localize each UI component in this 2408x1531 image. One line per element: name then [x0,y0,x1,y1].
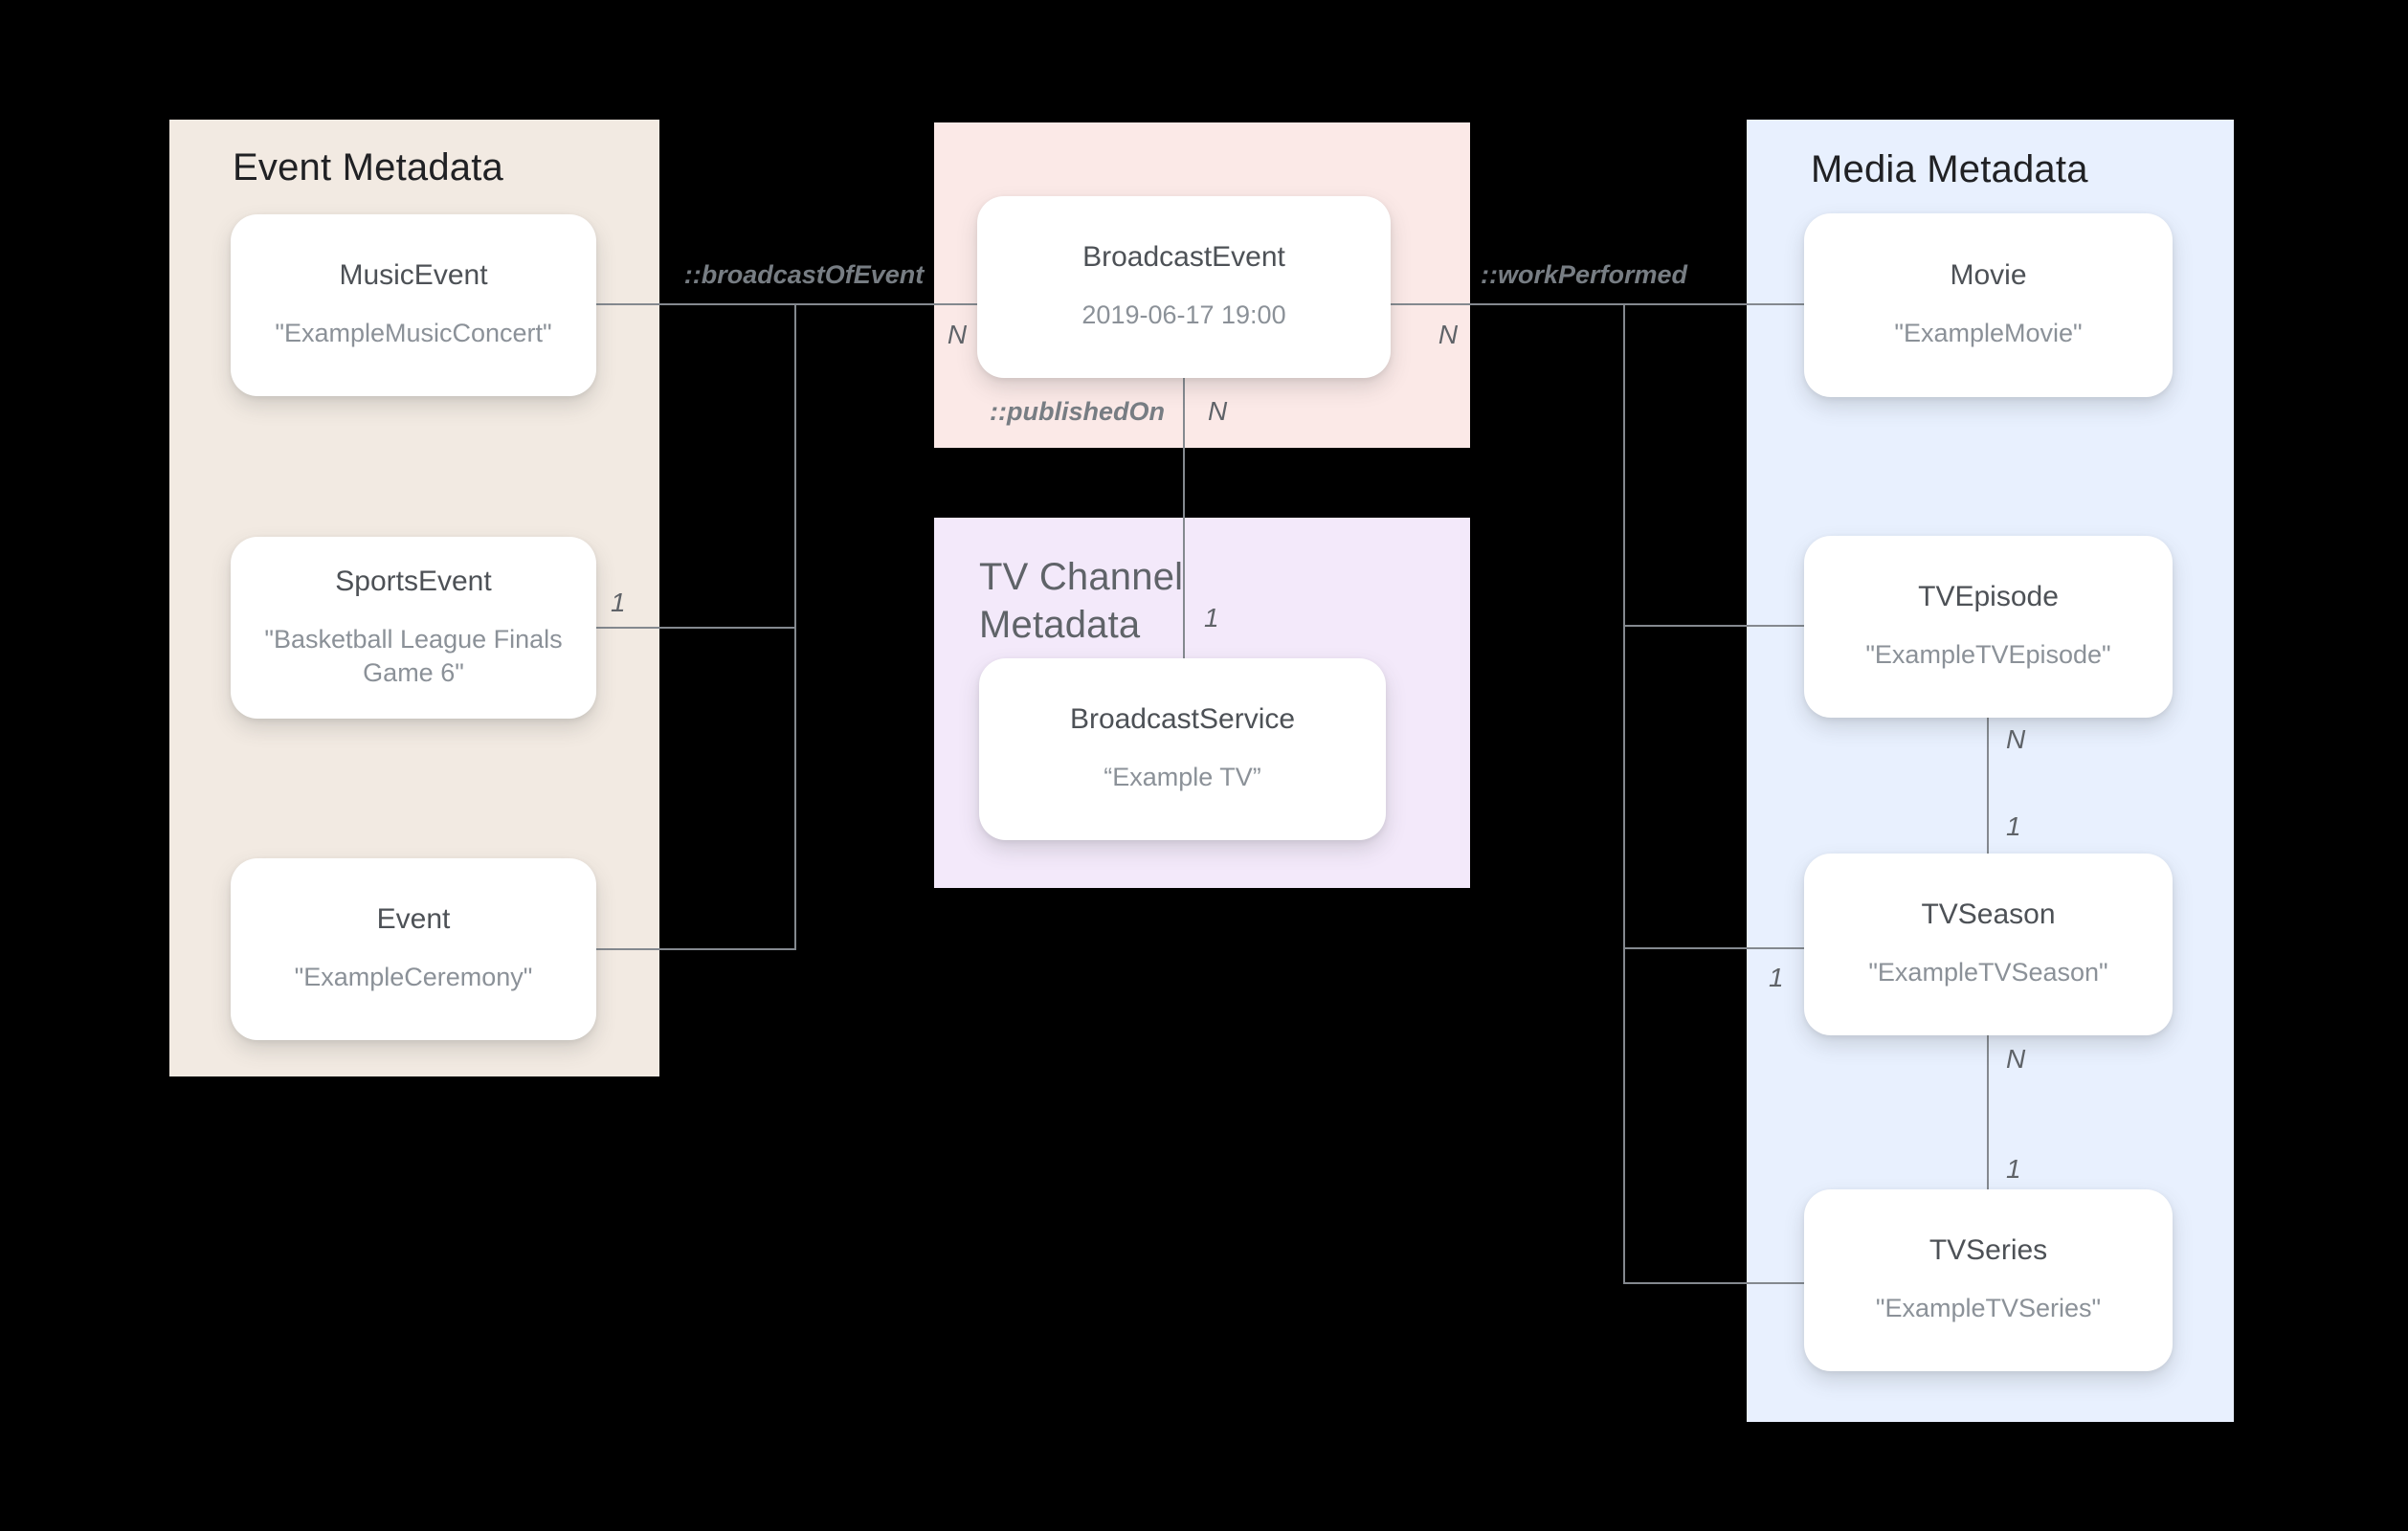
broadcast-service-node: BroadcastService “Example TV” [979,658,1386,840]
event-node: Event "ExampleCeremony" [231,858,596,1040]
connector-sportsevent-stub [596,627,796,629]
event-metadata-title: Event Metadata [233,146,503,189]
music-event-value: "ExampleMusicConcert" [275,319,552,348]
broadcast-service-value: “Example TV” [1104,763,1261,792]
connector-tvseason-stub [1624,947,1804,949]
broadcast-of-event-label: ::broadcastOfEvent [683,260,925,289]
broadcast-service-title: BroadcastService [1069,703,1296,736]
music-event-title: MusicEvent [339,259,488,292]
connector-media-branch-vertical [1623,303,1625,1284]
media-metadata-title: Media Metadata [1811,148,2088,190]
tv-season-value: "ExampleTVSeason" [1868,958,2108,987]
connector-musicevent-broadcastevent [596,303,977,305]
connector-tvseason-tvseries [1987,1035,1989,1189]
cardinality-tv-season-link-1: 1 [1769,963,1784,992]
connector-broadcastevent-movie [1391,303,1804,305]
sports-event-title: SportsEvent [335,565,492,597]
event-value: "ExampleCeremony" [294,963,533,992]
connector-tvepisode-tvseason [1987,716,1989,854]
published-on-label: ::publishedOn [990,397,1165,426]
movie-title: Movie [1950,259,2027,292]
music-event-node: MusicEvent "ExampleMusicConcert" [231,214,596,396]
sports-event-value: "Basketball League Finals Game 6" [264,624,563,687]
sports-event-node: SportsEvent "Basketball League Finals Ga… [231,537,596,719]
tv-episode-node: TVEpisode "ExampleTVEpisode" [1804,536,2173,718]
movie-node: Movie "ExampleMovie" [1804,213,2173,397]
cardinality-season-series-1: 1 [2006,1154,2021,1184]
cardinality-episode-season-1: 1 [2006,811,2021,841]
connector-event-stub [596,948,796,950]
cardinality-published-on-n: N [1208,396,1228,426]
cardinality-published-on-1: 1 [1204,603,1219,632]
broadcast-event-node: BroadcastEvent 2019-06-17 19:00 [977,196,1391,378]
connector-tvepisode-stub [1624,625,1804,627]
connector-tvseries-stub [1624,1282,1804,1284]
connector-publishedon-vertical [1183,378,1185,658]
tv-series-title: TVSeries [1929,1234,2048,1267]
tv-episode-title: TVEpisode [1918,581,2059,613]
work-performed-label: ::workPerformed [1480,260,1688,289]
cardinality-broadcast-movie-n: N [1438,320,1459,349]
cardinality-episode-season-n: N [2006,724,2026,754]
tv-series-value: "ExampleTVSeries" [1875,1294,2102,1323]
tv-season-title: TVSeason [1921,899,2056,931]
cardinality-sports-event-1: 1 [611,588,626,617]
cardinality-music-broadcast-n: N [947,320,968,349]
movie-value: "ExampleMovie" [1894,319,2083,348]
tv-season-node: TVSeason "ExampleTVSeason" [1804,854,2173,1035]
broadcast-event-value: 2019-06-17 19:00 [1081,300,1286,330]
broadcast-event-title: BroadcastEvent [1082,241,1285,274]
cardinality-season-series-n: N [2006,1044,2026,1074]
tv-channel-metadata-title: TV Channel Metadata [979,556,1184,646]
event-title: Event [376,903,451,936]
tv-series-node: TVSeries "ExampleTVSeries" [1804,1189,2173,1371]
tv-episode-value: "ExampleTVEpisode" [1865,640,2111,670]
